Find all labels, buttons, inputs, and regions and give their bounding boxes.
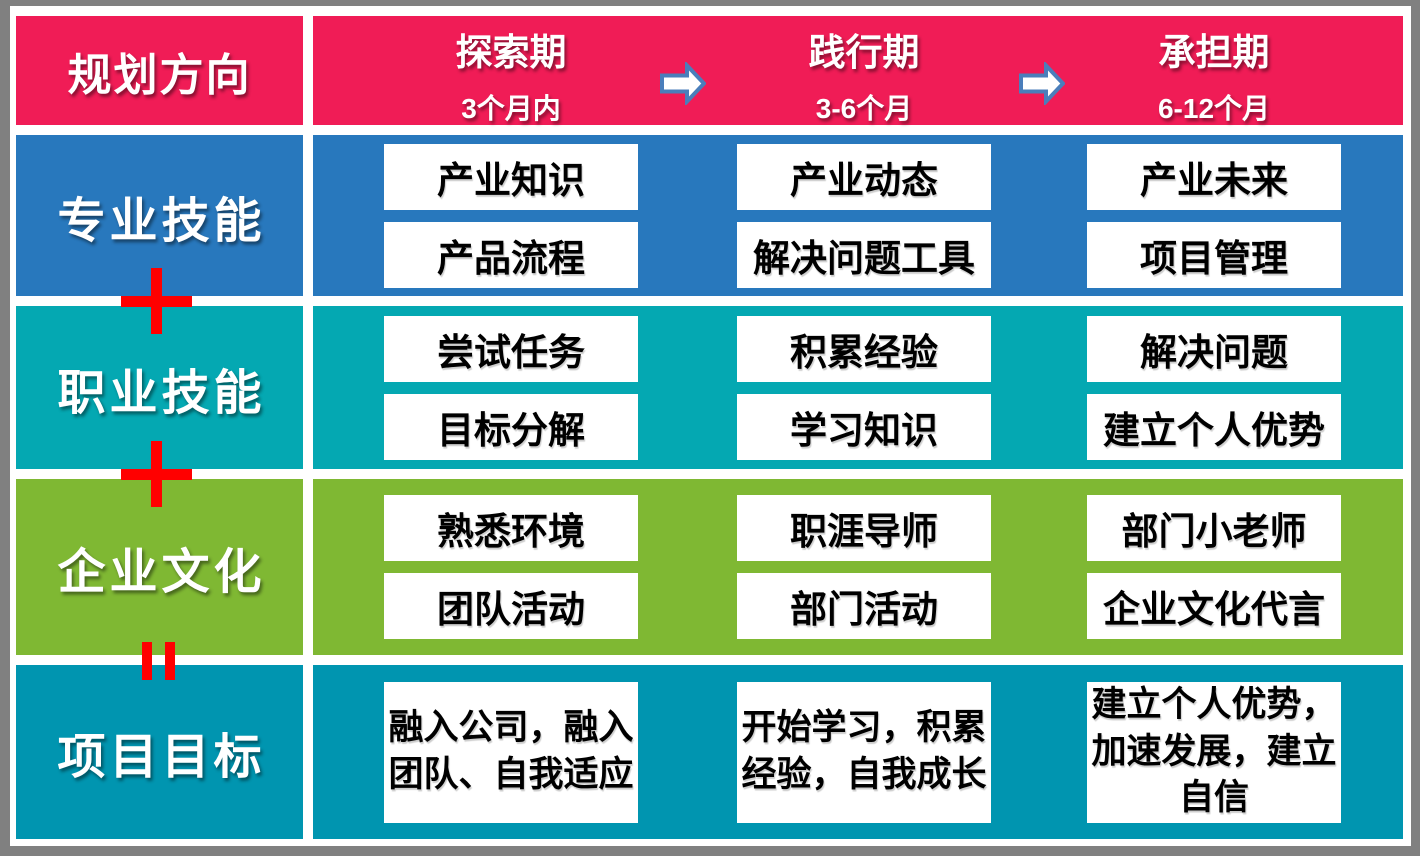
culture-exploration-items: 熟悉环境 团队活动 (384, 479, 638, 655)
right-arrow-icon (1019, 62, 1065, 105)
row-professional-skills-content: 产业知识 产品流程 产业动态 解决问题工具 产业未来 项目管理 (313, 135, 1403, 296)
item-box: 产业动态 (737, 143, 991, 210)
right-arrow-icon (660, 62, 706, 105)
period-responsibility-title: 承担期 (1158, 32, 1270, 73)
professional-practice-items: 产业动态 解决问题工具 (737, 135, 991, 296)
period-practice-duration: 3-6个月 (815, 92, 913, 124)
career-practice-items: 积累经验 学习知识 (737, 306, 991, 469)
header-periods-cell: 探索期 3个月内 践行期 3-6个月 承担期 6-12个月 (313, 16, 1403, 125)
item-box: 产品流程 (384, 221, 638, 288)
row-career-skills-content: 尝试任务 目标分解 积累经验 学习知识 解决问题 建立个人优势 (313, 306, 1403, 469)
item-box: 团队活动 (384, 573, 638, 639)
professional-responsibility-items: 产业未来 项目管理 (1087, 135, 1341, 296)
item-box: 尝试任务 (384, 315, 638, 382)
item-box: 职涯导师 (737, 495, 991, 561)
item-box: 产业未来 (1087, 143, 1341, 210)
goal-box: 建立个人优势，加速发展，建立自信 (1087, 681, 1341, 823)
row-project-goals-label-cell: 项目目标 (16, 665, 303, 839)
professional-skills-label: 专业技能 (57, 194, 266, 248)
goal-exploration: 融入公司，融入团队、自我适应 (384, 665, 638, 839)
professional-exploration-items: 产业知识 产品流程 (384, 135, 638, 296)
period-exploration: 探索期 3个月内 (384, 16, 638, 125)
period-practice: 践行期 3-6个月 (737, 16, 991, 125)
period-responsibility: 承担期 6-12个月 (1087, 16, 1341, 125)
period-responsibility-duration: 6-12个月 (1157, 92, 1271, 124)
item-box: 企业文化代言 (1087, 573, 1341, 639)
item-box: 目标分解 (384, 393, 638, 460)
item-box: 解决问题工具 (737, 221, 991, 288)
row-corporate-culture-content: 熟悉环境 团队活动 职涯导师 部门活动 部门小老师 企业文化代言 (313, 479, 1403, 655)
item-box: 解决问题 (1087, 315, 1341, 382)
planning-direction-label: 规划方向 (67, 50, 252, 100)
item-box: 项目管理 (1087, 221, 1341, 288)
career-responsibility-items: 解决问题 建立个人优势 (1087, 306, 1341, 469)
period-exploration-duration: 3个月内 (461, 92, 561, 124)
header-row-label-cell: 规划方向 (16, 16, 303, 125)
culture-responsibility-items: 部门小老师 企业文化代言 (1087, 479, 1341, 655)
item-box: 部门活动 (737, 573, 991, 639)
item-box: 建立个人优势 (1087, 393, 1341, 460)
career-exploration-items: 尝试任务 目标分解 (384, 306, 638, 469)
goal-responsibility: 建立个人优势，加速发展，建立自信 (1087, 665, 1341, 839)
item-box: 积累经验 (737, 315, 991, 382)
corporate-culture-label: 企业文化 (57, 546, 266, 599)
item-box: 部门小老师 (1087, 495, 1341, 561)
row-project-goals-content: 融入公司，融入团队、自我适应 开始学习，积累经验，自我成长 建立个人优势，加速发… (313, 665, 1403, 839)
culture-practice-items: 职涯导师 部门活动 (737, 479, 991, 655)
goal-practice: 开始学习，积累经验，自我成长 (737, 665, 991, 839)
period-practice-title: 践行期 (808, 32, 920, 73)
item-box: 学习知识 (737, 393, 991, 460)
goal-box: 开始学习，积累经验，自我成长 (737, 681, 991, 823)
row-corporate-culture-label-cell: 企业文化 (16, 479, 303, 655)
career-skills-label: 职业技能 (57, 366, 266, 420)
period-exploration-title: 探索期 (455, 32, 567, 73)
goal-box: 融入公司，融入团队、自我适应 (384, 681, 638, 823)
project-goals-label: 项目目标 (57, 731, 266, 784)
item-box: 熟悉环境 (384, 495, 638, 561)
item-box: 产业知识 (384, 143, 638, 210)
